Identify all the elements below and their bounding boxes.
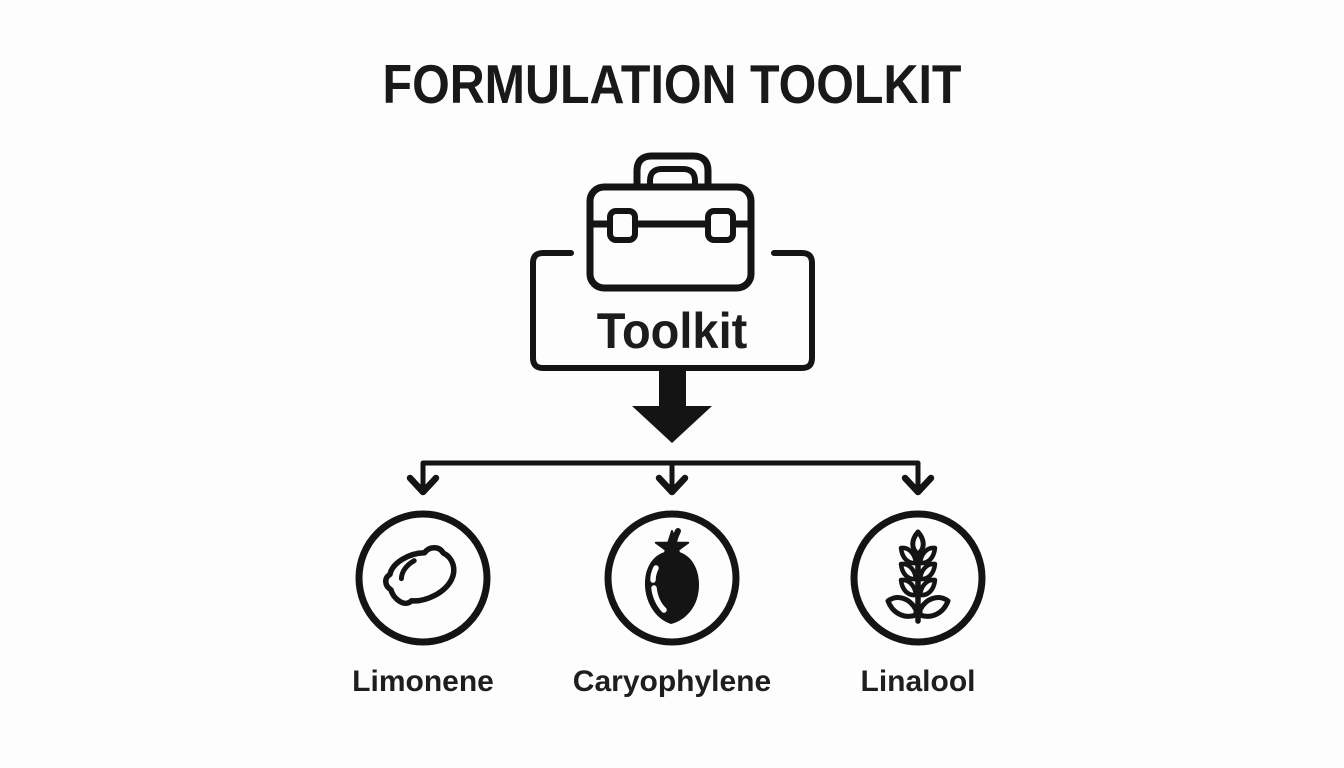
branch-label-limonene: Limonene — [352, 665, 494, 698]
lavender-icon — [885, 529, 951, 624]
arrowhead-center — [655, 474, 689, 496]
toolkit-box-label: Toolkit — [596, 303, 748, 359]
pepper-icon — [644, 528, 699, 624]
arrowhead-right — [901, 474, 935, 496]
lemon-icon — [383, 545, 457, 607]
flow-arrow-icon — [632, 367, 712, 443]
branch-label-linalool: Linalool — [860, 665, 976, 698]
caryophylene-node — [604, 510, 740, 646]
branch-label-caryophylene: Caryophylene — [572, 665, 772, 698]
toolbox-icon — [586, 152, 755, 292]
limonene-node — [355, 510, 491, 646]
limonene-circle — [355, 510, 491, 646]
branch-connector — [406, 460, 935, 496]
linalool-node — [850, 510, 986, 646]
arrowhead-left — [406, 474, 440, 496]
page-title: FORMULATION TOOLKIT — [382, 53, 962, 115]
